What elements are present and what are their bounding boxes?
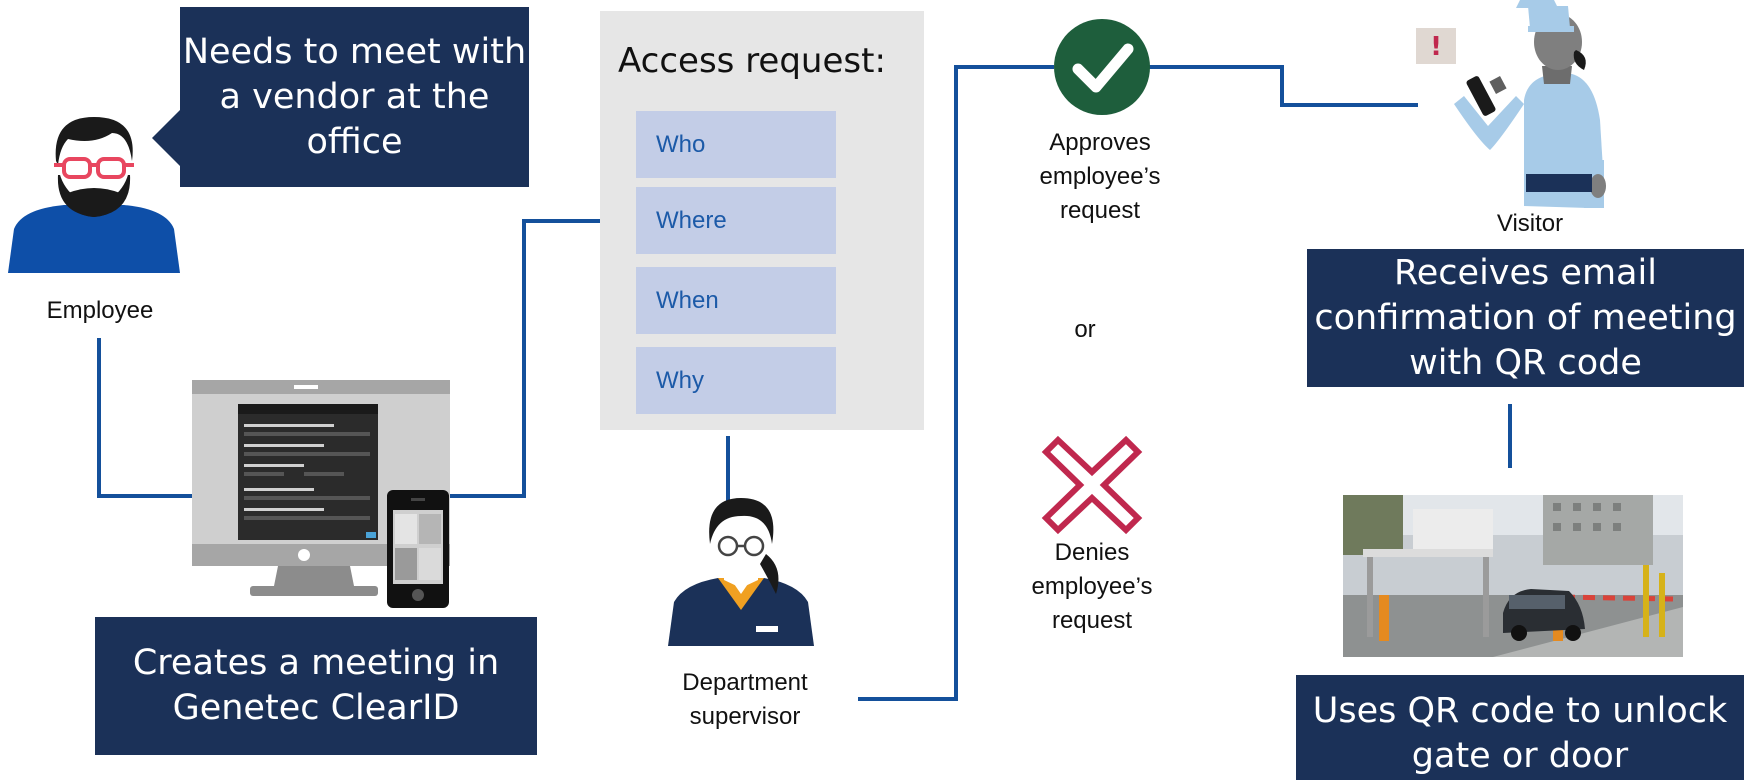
request-field-why: Why [636, 347, 836, 414]
employee-label: Employee [46, 297, 154, 324]
request-field-when: When [636, 267, 836, 334]
create-meeting-box: Creates a meeting in Genetec ClearID [95, 617, 537, 755]
connector-vertical-decision [954, 65, 958, 701]
connector-to-approve [954, 65, 1054, 69]
or-label: or [1074, 316, 1096, 343]
access-request-title: Access request: [618, 41, 886, 81]
request-field-who: Who [636, 111, 836, 178]
employee-avatar [8, 117, 180, 273]
approve-check-icon [1054, 19, 1150, 115]
connector-down-step [1280, 65, 1284, 107]
parking-gate-photo [1343, 495, 1683, 657]
visitor-avatar: ! [1416, 0, 1606, 208]
approve-label: Approves employee’s request [1039, 129, 1161, 224]
qr-unlock-box: Uses QR code to unlock gate or door [1296, 675, 1744, 780]
visitor-label: Visitor [1496, 210, 1564, 237]
supervisor-avatar [668, 498, 814, 646]
svg-text:!: ! [1430, 32, 1442, 62]
request-field-where: Where [636, 187, 836, 254]
connector-employee-right [97, 494, 192, 498]
connector-request-supervisor [726, 436, 730, 502]
access-request-card: Access request: Who Where When Why [600, 11, 924, 430]
employee-need-bubble: Needs to meet with a vendor at the offic… [180, 7, 529, 187]
connector-email-gate [1508, 404, 1512, 468]
connector-supervisor-right [858, 697, 958, 701]
supervisor-label: Department supervisor [682, 669, 808, 730]
email-confirmation-box: Receives email confirmation of meeting w… [1307, 249, 1744, 387]
bubble-pointer [152, 108, 182, 168]
connector-to-visitor [1280, 103, 1418, 107]
connector-to-request [522, 219, 600, 223]
connector-approve-right [1148, 65, 1284, 69]
connector-up [522, 219, 526, 498]
deny-x-icon [1041, 435, 1143, 535]
connector-monitor-right [446, 494, 526, 498]
deny-label: Denies employee’s request [1031, 539, 1153, 634]
phone-icon [387, 490, 449, 608]
connector-employee-down [97, 338, 101, 498]
